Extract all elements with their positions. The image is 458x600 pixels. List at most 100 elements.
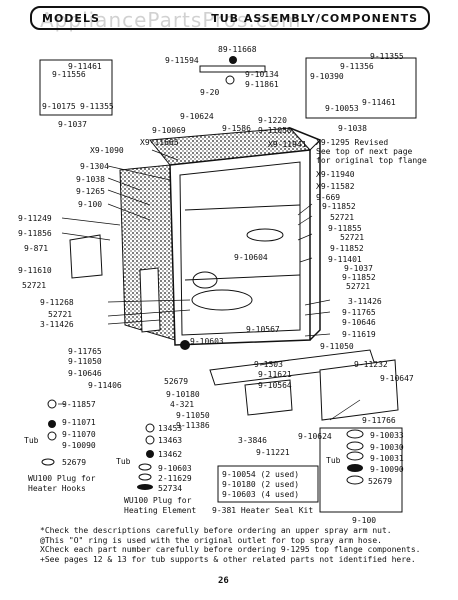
part-label: 13463	[158, 436, 183, 445]
part-label: 9-11249	[18, 214, 52, 223]
caption: Heater Hooks	[28, 484, 86, 493]
part-label: 9-10624	[180, 112, 214, 121]
part-label: 52721	[330, 213, 355, 222]
footnote: @This "O" ring is used with the original…	[40, 535, 382, 545]
part-label: 9-11355	[370, 52, 404, 61]
part-label: 13453	[158, 424, 183, 433]
part-label: 9-1265	[76, 187, 105, 196]
part-label: Tub	[24, 436, 39, 445]
outlet-parts-box	[319, 427, 403, 513]
part-label: 9-1303	[254, 360, 283, 369]
footnotes: *Check the descriptions carefully before…	[40, 526, 421, 564]
part-label: 9-11050	[176, 411, 210, 420]
part-label: 9-11406	[88, 381, 122, 390]
part-label: 9-11071	[62, 418, 96, 427]
part-label: X9-11665	[140, 138, 179, 147]
part-label: 13462	[158, 450, 183, 459]
part-label: 9-10030	[370, 443, 404, 452]
part-label: 9-1220	[258, 116, 287, 125]
part-label: 9-11861	[245, 80, 279, 89]
front-panel	[319, 359, 399, 421]
tub-inner	[179, 161, 301, 336]
part-label: 9-11356	[340, 62, 374, 71]
part-label: 9-10031	[370, 454, 404, 463]
part-label: 9-669	[316, 193, 341, 202]
part-label: X9-11941	[268, 140, 307, 149]
part-label: 9-11621	[258, 370, 292, 379]
part-label: 9-11855	[328, 224, 362, 233]
part-label: 9-10090	[370, 465, 404, 474]
part-label: 9-1304	[80, 162, 109, 171]
part-label: 9-10646	[342, 318, 376, 327]
part-label: 9-871	[24, 244, 49, 253]
tub-body	[169, 149, 311, 346]
kit-item: 9-10054 (2 used)	[222, 470, 300, 479]
part-label: 52721	[48, 310, 73, 319]
part-label: 9-11070	[62, 430, 96, 439]
part-label: Tub	[116, 457, 131, 466]
part-label: 9-11556	[52, 70, 86, 79]
part-label: 52679	[164, 377, 189, 386]
part-label: 9-1586	[222, 124, 251, 133]
kit-item: 9-10180 (2 used)	[222, 480, 300, 489]
inset-box-right	[305, 57, 417, 119]
part-label: 9-1037	[344, 264, 373, 273]
part-label: 9-11765	[342, 308, 376, 317]
part-label: 9-11050	[68, 357, 102, 366]
part-label: 9-11355	[80, 102, 114, 111]
upper-spray-arm	[199, 65, 266, 73]
page-number: 26	[218, 576, 229, 586]
part-label: 52721	[22, 281, 47, 290]
header-models: MODELS	[42, 11, 100, 25]
part-label: 9-20	[200, 88, 220, 97]
part-label: 9-10134	[245, 70, 279, 79]
part-label: 52679	[62, 458, 87, 467]
part-label: 9-10180	[166, 390, 200, 399]
part-label: 9-11386	[176, 421, 210, 430]
part-label: 9-10069	[152, 126, 186, 135]
part-label: 9-100	[78, 200, 103, 209]
part-label: 52721	[340, 233, 365, 242]
section-header: MODELS TUB ASSEMBLY/COMPONENTS	[30, 6, 430, 30]
part-label: X9-11582	[316, 182, 355, 191]
part-label: 3-3846	[238, 436, 267, 445]
part-label: 9-10603	[158, 464, 192, 473]
part-label: 9-1037	[58, 120, 87, 129]
part-label: 52734	[158, 484, 183, 493]
part-label: 9-10564	[258, 381, 292, 390]
part-label: 9-1038	[338, 124, 367, 133]
part-label: 9-11619	[342, 330, 376, 339]
part-label: 9-11050	[320, 342, 354, 351]
part-label: 9-11766	[362, 416, 396, 425]
part-label: 9-10646	[68, 369, 102, 378]
part-label: 3-11426	[40, 320, 74, 329]
part-label: 3-11426	[348, 297, 382, 306]
note-label: X9-1295 Revised	[316, 138, 389, 147]
part-label: 9-11594	[165, 56, 199, 65]
part-label: 52721	[346, 282, 371, 291]
part-label: 9-10604	[234, 253, 268, 262]
caption: WU100 Plug for	[28, 474, 96, 483]
part-label: 9-11765	[68, 347, 102, 356]
header-title: TUB ASSEMBLY/COMPONENTS	[211, 11, 418, 25]
part-label: 9-10033	[370, 431, 404, 440]
part-label: 9-10390	[310, 72, 344, 81]
part-label: X9-1090	[90, 146, 124, 155]
footnote: *Check the descriptions carefully before…	[40, 526, 392, 535]
part-label: 9-10624	[298, 432, 332, 441]
heater-seal-kit-box	[217, 465, 319, 503]
part-label: 9-11856	[18, 229, 52, 238]
part-label: X9-11940	[316, 170, 355, 179]
part-label: 9-10175	[42, 102, 76, 111]
part-label: 9-11221	[256, 448, 290, 457]
part-label: 9-10647	[380, 374, 414, 383]
left-bracket	[69, 234, 103, 279]
note-label: for original top flange	[316, 156, 427, 165]
part-label: 89-11668	[218, 45, 257, 54]
part-label: 9-11232	[354, 360, 388, 369]
footnote: XCheck each part number carefully before…	[40, 545, 421, 554]
part-label: 9-11852	[330, 244, 364, 253]
kit-caption: 9-381 Heater Seal Kit	[212, 506, 314, 515]
